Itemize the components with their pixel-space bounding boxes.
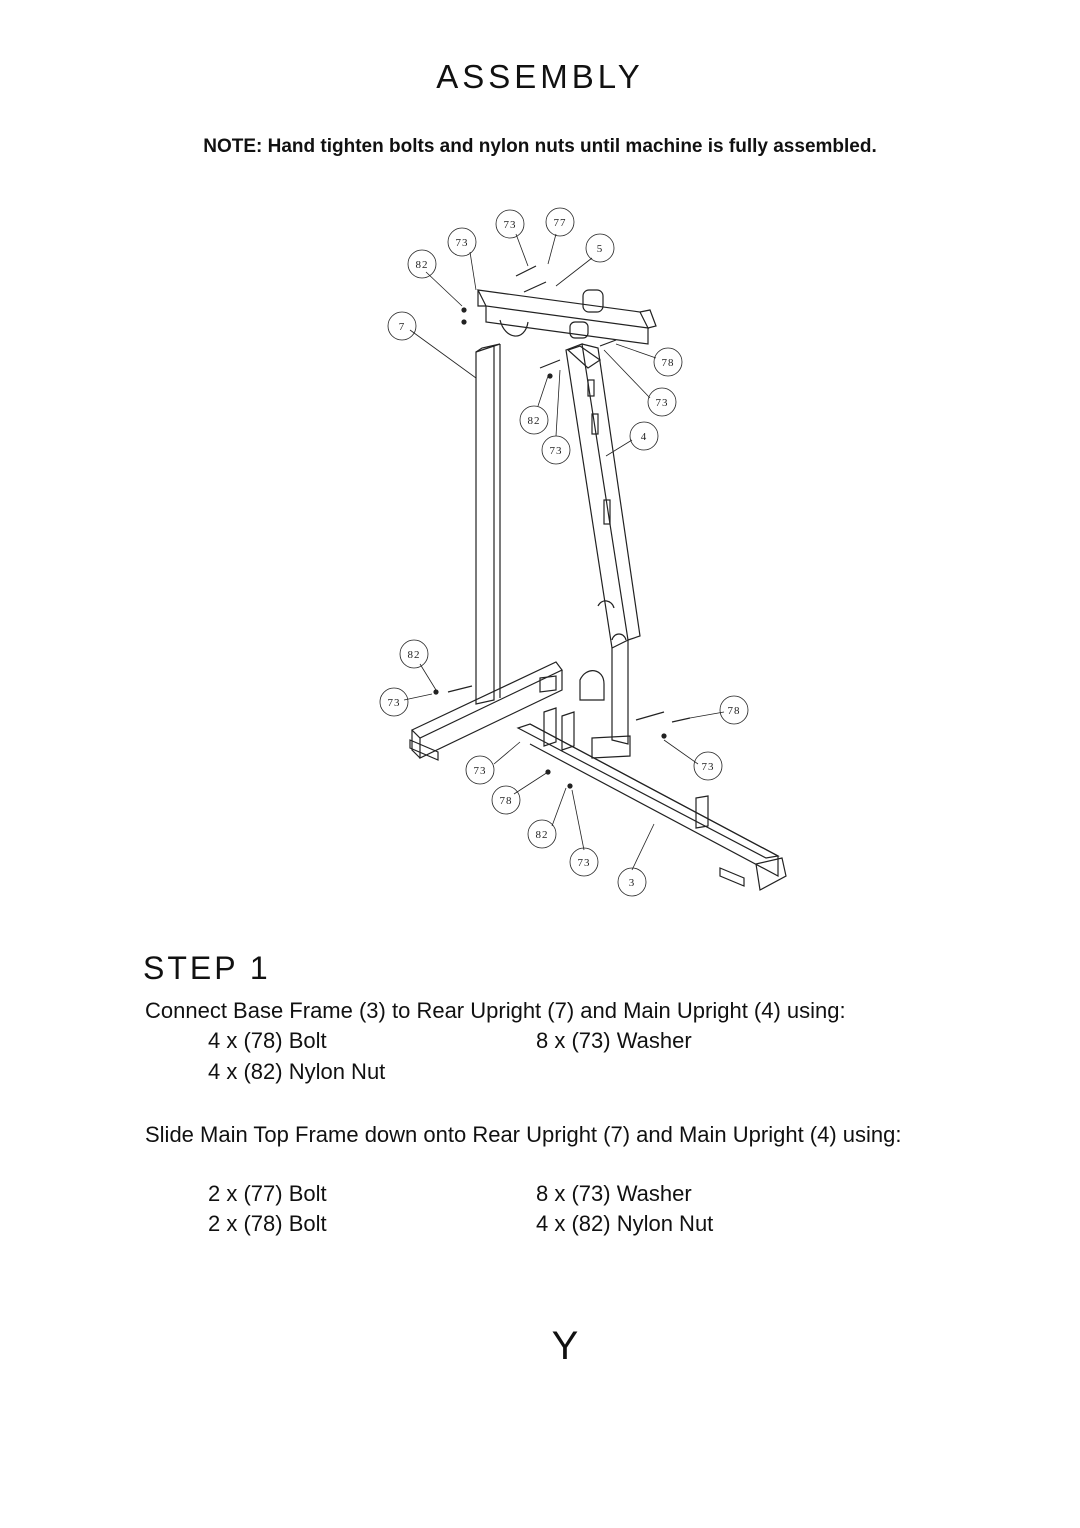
step-instruction-1: Connect Base Frame (3) to Rear Upright (… bbox=[145, 998, 846, 1023]
callout-label: 78 bbox=[728, 705, 741, 717]
callout-label: 7 bbox=[399, 321, 406, 333]
parts-list-1-item: 4 x (78) Bolt bbox=[208, 1028, 327, 1053]
page-letter: Y bbox=[551, 1324, 579, 1368]
callout-label: 73 bbox=[702, 761, 715, 773]
page-title: ASSEMBLY bbox=[436, 58, 644, 95]
callout-label: 78 bbox=[500, 795, 513, 807]
callout-label: 73 bbox=[550, 445, 563, 457]
base-frame-part bbox=[409, 661, 787, 891]
callout-label: 77 bbox=[554, 217, 567, 229]
step-instruction-2: Slide Main Top Frame down onto Rear Upri… bbox=[145, 1122, 902, 1147]
rear-upright-part bbox=[475, 343, 501, 705]
parts-list-2-item: 4 x (82) Nylon Nut bbox=[536, 1211, 714, 1236]
callout-label: 82 bbox=[528, 415, 541, 427]
callout-label: 73 bbox=[456, 237, 469, 249]
assembly-note: NOTE: Hand tighten bolts and nylon nuts … bbox=[203, 136, 877, 157]
assembly-diagram: 73 77 73 5 82 7 78 73 82 4 73 82 73 78 7… bbox=[379, 207, 787, 897]
callout-label: 82 bbox=[536, 829, 549, 841]
parts-list-2-item: 2 x (78) Bolt bbox=[208, 1211, 327, 1236]
callout-label: 82 bbox=[416, 259, 429, 271]
callout-label: 3 bbox=[629, 877, 636, 889]
callout-label: 73 bbox=[504, 219, 517, 231]
callout-label: 82 bbox=[408, 649, 421, 661]
callout-label: 5 bbox=[597, 243, 604, 255]
callout-label: 4 bbox=[641, 431, 648, 443]
callout-label: 73 bbox=[388, 697, 401, 709]
callout-label: 73 bbox=[578, 857, 591, 869]
parts-list-1-item: 4 x (82) Nylon Nut bbox=[208, 1059, 386, 1084]
callout-label: 78 bbox=[662, 357, 675, 369]
step-heading: STEP 1 bbox=[143, 950, 271, 986]
callout-label: 73 bbox=[656, 397, 669, 409]
callout-label: 73 bbox=[474, 765, 487, 777]
callout-leaders bbox=[403, 233, 725, 871]
parts-list-2-item: 2 x (77) Bolt bbox=[208, 1181, 327, 1206]
main-top-frame-part bbox=[476, 289, 657, 345]
parts-list-2-item: 8 x (73) Washer bbox=[536, 1181, 692, 1206]
main-upright-part bbox=[565, 343, 641, 745]
parts-list-1-item: 8 x (73) Washer bbox=[536, 1028, 692, 1053]
callout-labels: 73 77 73 5 82 7 78 73 82 4 73 82 73 78 7… bbox=[379, 207, 749, 897]
hardware-parts bbox=[433, 265, 691, 789]
